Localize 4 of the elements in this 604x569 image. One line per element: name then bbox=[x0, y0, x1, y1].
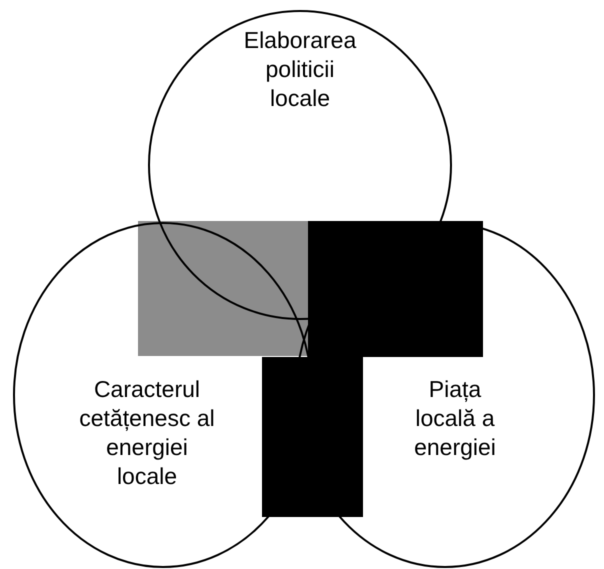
venn-circle bbox=[148, 10, 452, 320]
circle-label: Caracterul cetățenesc al energiei locale bbox=[78, 375, 216, 491]
circle-label: Elaborarea politicii locale bbox=[242, 26, 358, 113]
circle-label: Piața locală a energiei bbox=[413, 375, 497, 462]
